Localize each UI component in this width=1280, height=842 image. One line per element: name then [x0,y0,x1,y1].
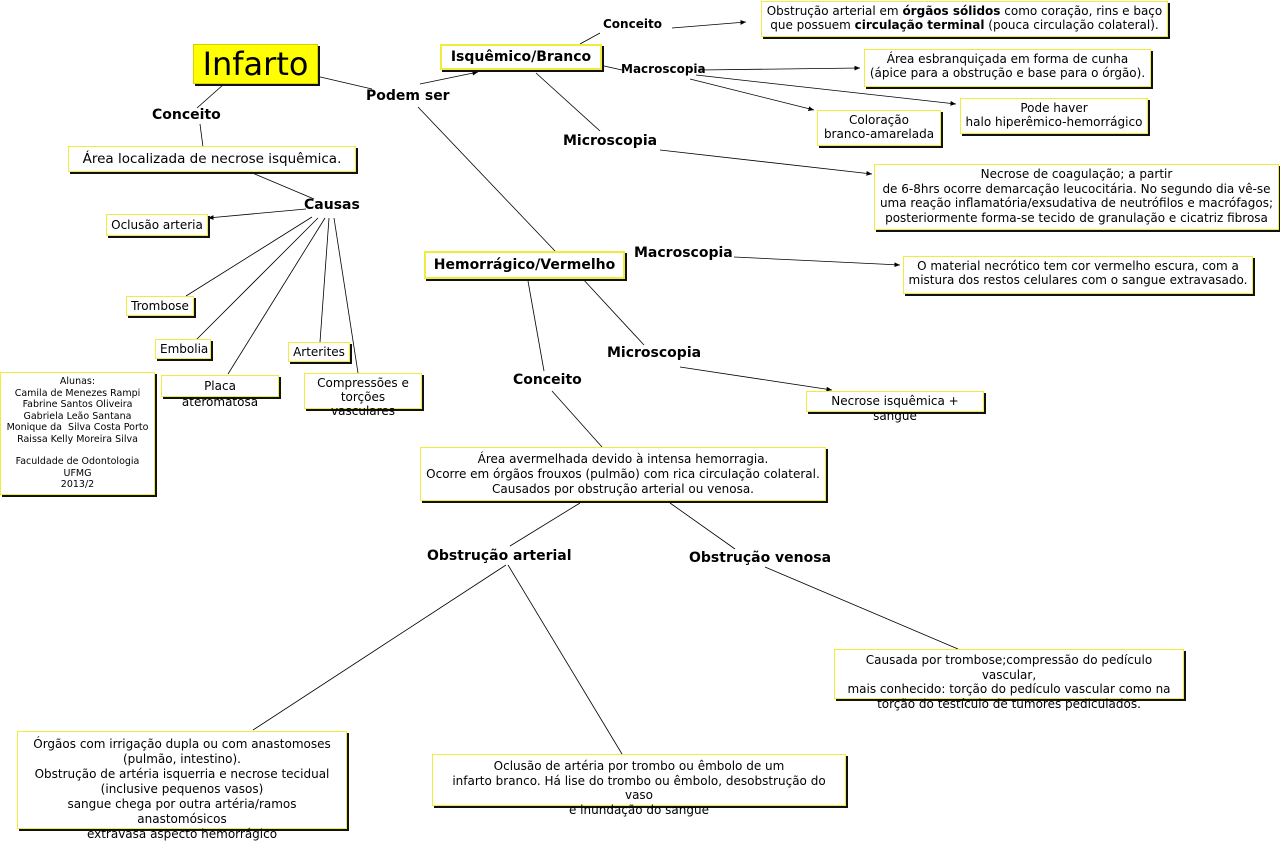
student-name: Camila de Menezes Rampi [14,387,141,399]
node-hem-macro[interactable]: O material necrótico tem cor vermelho es… [903,256,1253,294]
student-name: Gabriela Leão Santana [23,410,132,422]
text: que possuem [770,18,855,32]
title-infarto[interactable]: Infarto [193,44,318,84]
node-isq-macro-2[interactable]: Pode haver halo hiperêmico-hemorrágico [960,98,1148,134]
node-obs-arterial-1[interactable]: Órgãos com irrigação dupla ou com anasto… [17,731,347,841]
label-conceito-main: Conceito [152,107,221,123]
label-isq-microscopia: Microscopia [563,133,658,149]
institution-line: UFMG [63,467,92,479]
label-obs-arterial: Obstrução arterial [427,548,572,564]
node-hem-micro[interactable]: Necrose isquêmica + sangue [806,391,984,423]
node-causa-trombose[interactable]: Trombose [126,296,194,316]
node-conceito-main[interactable]: Área localizada de necrose isquêmica. [68,146,356,172]
text: Obstrução arterial em [766,4,903,18]
label-hem-microscopia: Microscopia [607,345,702,361]
label-hem-conceito: Conceito [513,372,582,388]
node-isq-macro-3[interactable]: Coloração branco-amarelada [817,110,941,146]
student-name: Monique da Silva Costa Porto [6,422,149,433]
label-podem-ser: Podem ser [366,88,450,104]
node-students[interactable]: Alunas: Camila de Menezes Rampi Fabrine … [0,372,155,495]
text: como coração, rins e baço [1000,4,1163,18]
student-name: Fabrine Santos Oliveira [22,399,133,410]
institution-line: Faculdade de Odontologia [15,456,140,467]
node-causa-embolia[interactable]: Embolia [155,339,211,359]
node-causa-compressoes[interactable]: Compressões e torções vasculares [304,373,422,418]
node-isq-macro-1[interactable]: Área esbranquiçada em forma de cunha (áp… [864,49,1151,87]
node-isquemico[interactable]: Isquêmico/Branco [440,44,602,70]
node-obs-venosa[interactable]: Causada por trombose;compressão do pedíc… [834,649,1184,711]
text-bold: órgãos sólidos [902,4,1001,18]
node-causa-arterites[interactable]: Arterites [288,342,350,362]
node-hem-conceito[interactable]: Área avermelhada devido à intensa hemorr… [420,447,826,501]
student-name: Raissa Kelly Moreira Silva [17,433,138,445]
label-obs-venosa: Obstrução venosa [689,550,832,566]
node-causa-oclusao[interactable]: Oclusão arteria [106,214,208,236]
label-causas: Causas [304,197,360,213]
label-isq-macroscopia: Macroscopia [621,62,706,76]
label-hem-macroscopia: Macroscopia [634,245,733,261]
institution-line: 2013/2 [60,479,95,490]
text-bold: circulação terminal [854,18,985,32]
node-isq-conceito[interactable]: Obstrução arterial em órgãos sólidos com… [761,1,1168,37]
node-isq-micro[interactable]: Necrose de coagulação; a partir de 6-8hr… [874,164,1279,230]
node-obs-arterial-2[interactable]: Oclusão de artéria por trombo ou êmbolo … [432,754,846,817]
label-isq-conceito: Conceito [603,17,662,31]
students-heading: Alunas: [59,376,96,387]
text: (pouca circulação colateral). [984,18,1159,32]
node-hemorragico[interactable]: Hemorrágico/Vermelho [424,251,625,279]
node-causa-placa[interactable]: Placa ateromatosa [161,375,279,409]
